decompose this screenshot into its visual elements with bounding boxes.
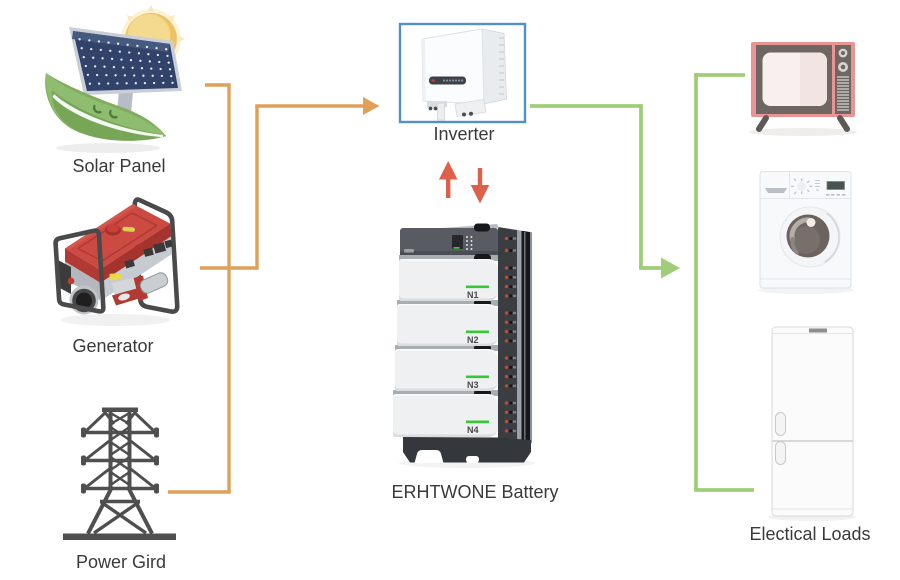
svg-text:N1: N1 [467, 290, 479, 300]
svg-text:Electical Loads: Electical Loads [749, 524, 870, 544]
svg-text:N3: N3 [467, 380, 479, 390]
svg-text:N4: N4 [467, 425, 479, 435]
svg-text:Generator: Generator [72, 336, 153, 356]
svg-text:Inverter: Inverter [433, 124, 494, 144]
svg-text:ERHTWONE Battery: ERHTWONE Battery [391, 482, 558, 502]
svg-text:Solar Panel: Solar Panel [72, 156, 165, 176]
svg-text:Power Gird: Power Gird [76, 552, 166, 572]
svg-text:N2: N2 [467, 335, 479, 345]
